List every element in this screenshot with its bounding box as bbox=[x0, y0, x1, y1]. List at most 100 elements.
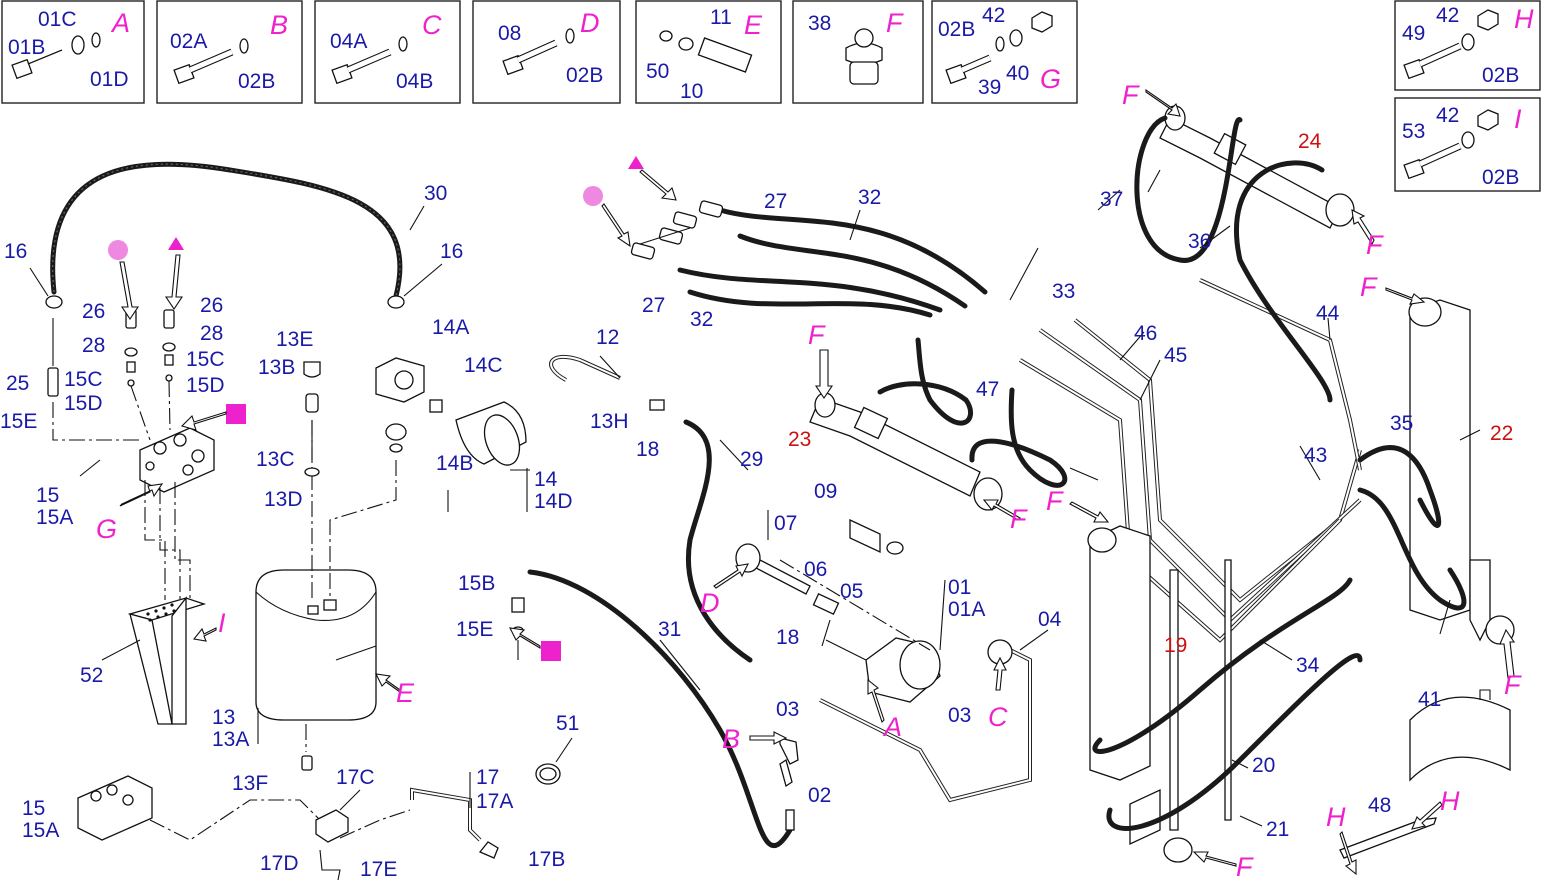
marker-triangle-valve bbox=[168, 237, 184, 250]
label-36: 36 bbox=[1188, 230, 1211, 253]
marker-triangle-hoses bbox=[628, 156, 644, 169]
detail-box-a: 01C 01B 01D A bbox=[1, 0, 145, 104]
detail-box-d: 08 02B D bbox=[472, 0, 621, 104]
label-17A: 17A bbox=[476, 790, 513, 813]
tank-cap-parts bbox=[303, 361, 321, 477]
label-15A: 15A bbox=[36, 506, 73, 529]
detail-f-letter: F bbox=[886, 8, 904, 38]
detail-g-label-3: 40 bbox=[1006, 62, 1029, 85]
detail-box-g: 42 02B 39 40 G bbox=[931, 0, 1078, 104]
switch-17 bbox=[315, 787, 499, 881]
label-15E-center: 15E bbox=[456, 618, 493, 641]
detail-h-label-1: 49 bbox=[1402, 22, 1425, 45]
hose-36 bbox=[1233, 160, 1333, 403]
label-44: 44 bbox=[1316, 302, 1340, 325]
label-13B: 13B bbox=[258, 356, 295, 379]
label-45: 45 bbox=[1164, 344, 1187, 367]
detail-i-label-0: 42 bbox=[1436, 104, 1459, 127]
marker-square-valve bbox=[226, 404, 246, 424]
part-labels: 01 01A 02 03 03 04 05 06 07 09 12 13 13A… bbox=[0, 130, 1513, 881]
label-01: 01 bbox=[948, 576, 971, 599]
label-13C: 13C bbox=[256, 448, 295, 471]
callout-g: G bbox=[96, 514, 117, 544]
leader-lines bbox=[29, 169, 1481, 827]
detail-box-i: 42 53 02B I bbox=[1394, 97, 1541, 192]
hose-31 bbox=[527, 569, 793, 848]
label-15: 15 bbox=[36, 484, 59, 507]
cylinder-24 bbox=[1159, 105, 1355, 229]
label-04: 04 bbox=[1038, 608, 1062, 631]
marker-square-hose31 bbox=[541, 641, 561, 661]
detail-c-label-1: 04B bbox=[396, 70, 433, 93]
detail-a-label-2: 01D bbox=[90, 68, 129, 91]
label-14D: 14D bbox=[534, 490, 573, 513]
label-17E: 17E bbox=[360, 858, 397, 881]
marker-circle-hoses bbox=[583, 186, 603, 206]
detail-d-label-0: 08 bbox=[498, 22, 521, 45]
label-24: 24 bbox=[1298, 130, 1322, 153]
label-34: 34 bbox=[1296, 654, 1320, 677]
callout-f-8: F bbox=[1236, 852, 1254, 882]
label-17C: 17C bbox=[336, 766, 375, 789]
detail-c-label-0: 04A bbox=[330, 30, 367, 53]
hose-34-right bbox=[1357, 487, 1467, 611]
label-41: 41 bbox=[1418, 688, 1441, 711]
callout-f-1: F bbox=[808, 320, 826, 350]
label-13: 13 bbox=[212, 706, 235, 729]
label-09: 09 bbox=[814, 480, 837, 503]
label-32a: 32 bbox=[858, 186, 881, 209]
hoses-37-mid bbox=[877, 337, 1068, 488]
detail-a-label-1: 01B bbox=[8, 36, 45, 59]
label-03a: 03 bbox=[776, 698, 799, 721]
detail-e-label-2: 10 bbox=[680, 80, 703, 103]
label-25: 25 bbox=[6, 372, 29, 395]
label-13H: 13H bbox=[590, 410, 629, 433]
label-01A: 01A bbox=[948, 598, 985, 621]
label-33: 33 bbox=[1052, 280, 1075, 303]
label-20: 20 bbox=[1252, 754, 1275, 777]
label-32b: 32 bbox=[690, 308, 713, 331]
label-15B: 15B bbox=[458, 572, 495, 595]
detail-i-letter: I bbox=[1514, 104, 1522, 134]
detail-e-letter: E bbox=[744, 10, 763, 40]
cylinder-23 bbox=[809, 392, 1003, 511]
pump-01 bbox=[779, 559, 941, 703]
callout-letters: G I E D A C B F F F F F F F F H H bbox=[96, 80, 1522, 882]
label-12: 12 bbox=[596, 326, 619, 349]
detail-g-label-0: 42 bbox=[982, 4, 1005, 27]
label-03b: 03 bbox=[948, 704, 971, 727]
marker-circle-valve bbox=[108, 240, 128, 260]
label-15C-left: 15C bbox=[64, 368, 103, 391]
label-48: 48 bbox=[1368, 794, 1391, 817]
label-47: 47 bbox=[976, 378, 999, 401]
label-14A: 14A bbox=[432, 316, 469, 339]
detail-b-label-1: 02B bbox=[238, 70, 275, 93]
label-15D-right: 15D bbox=[186, 374, 225, 397]
callout-f-6: F bbox=[1360, 272, 1378, 302]
detail-f-label-0: 38 bbox=[808, 12, 831, 35]
label-15A-bottom: 15A bbox=[22, 819, 59, 842]
detail-box-b: 02A 02B B bbox=[156, 0, 303, 104]
detail-i-label-2: 02B bbox=[1482, 166, 1519, 189]
label-15-bottom: 15 bbox=[22, 797, 45, 820]
clamp-51 bbox=[535, 763, 561, 785]
label-16-left: 16 bbox=[4, 240, 27, 263]
coupling-16-left bbox=[45, 295, 63, 309]
label-13D: 13D bbox=[264, 488, 303, 511]
callout-h-1: H bbox=[1326, 802, 1346, 832]
detail-c-letter: C bbox=[422, 10, 442, 40]
detail-d-letter: D bbox=[580, 8, 600, 38]
callout-f-4: F bbox=[1122, 80, 1140, 110]
callout-h-2: H bbox=[1440, 786, 1460, 816]
valve-bracket-links bbox=[144, 480, 191, 600]
callout-f-2: F bbox=[1010, 504, 1028, 534]
label-30: 30 bbox=[424, 182, 447, 205]
label-26b: 26 bbox=[200, 294, 223, 317]
label-15D-left: 15D bbox=[64, 392, 103, 415]
label-13F: 13F bbox=[232, 772, 268, 795]
hose-37-top bbox=[1134, 115, 1243, 263]
hose-30 bbox=[50, 161, 403, 299]
label-18b: 18 bbox=[776, 626, 799, 649]
tube-04 bbox=[819, 639, 1032, 803]
detail-b-letter: B bbox=[270, 10, 288, 40]
